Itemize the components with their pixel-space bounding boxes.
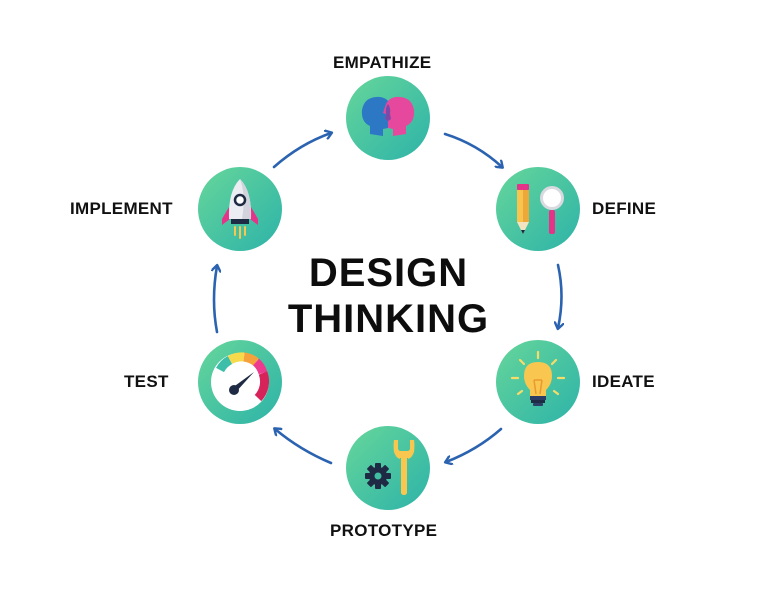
gear-wrench-icon: [346, 426, 430, 510]
label-ideate: IDEATE: [592, 372, 655, 391]
lightbulb-icon: [496, 340, 580, 424]
label-prototype: PROTOTYPE: [330, 521, 438, 540]
node-define: [496, 167, 580, 251]
pencil-magnifier-icon: [496, 167, 580, 251]
arrow-test-to-implement: [214, 266, 217, 334]
node-implement: [198, 167, 282, 251]
title-line-2: THINKING: [287, 297, 490, 341]
arrow-implement-to-empathize: [272, 133, 331, 169]
label-implement: IMPLEMENT: [70, 199, 173, 218]
arrow-define-to-ideate: [558, 263, 562, 328]
node-test: [198, 340, 282, 424]
title-line-1: DESIGN: [308, 251, 469, 295]
label-define: DEFINE: [592, 199, 657, 218]
gauge-icon: [198, 340, 282, 424]
node-prototype: [346, 426, 430, 510]
heads-icon: [346, 76, 430, 160]
node-empathize: [346, 76, 430, 160]
arrow-ideate-to-prototype: [446, 427, 503, 462]
label-empathize: EMPATHIZE: [333, 53, 432, 72]
rocket-icon: [198, 167, 282, 251]
label-test: TEST: [124, 372, 169, 391]
arrow-prototype-to-test: [275, 429, 333, 465]
node-ideate: [496, 340, 580, 424]
arrow-empathize-to-define: [443, 132, 502, 167]
